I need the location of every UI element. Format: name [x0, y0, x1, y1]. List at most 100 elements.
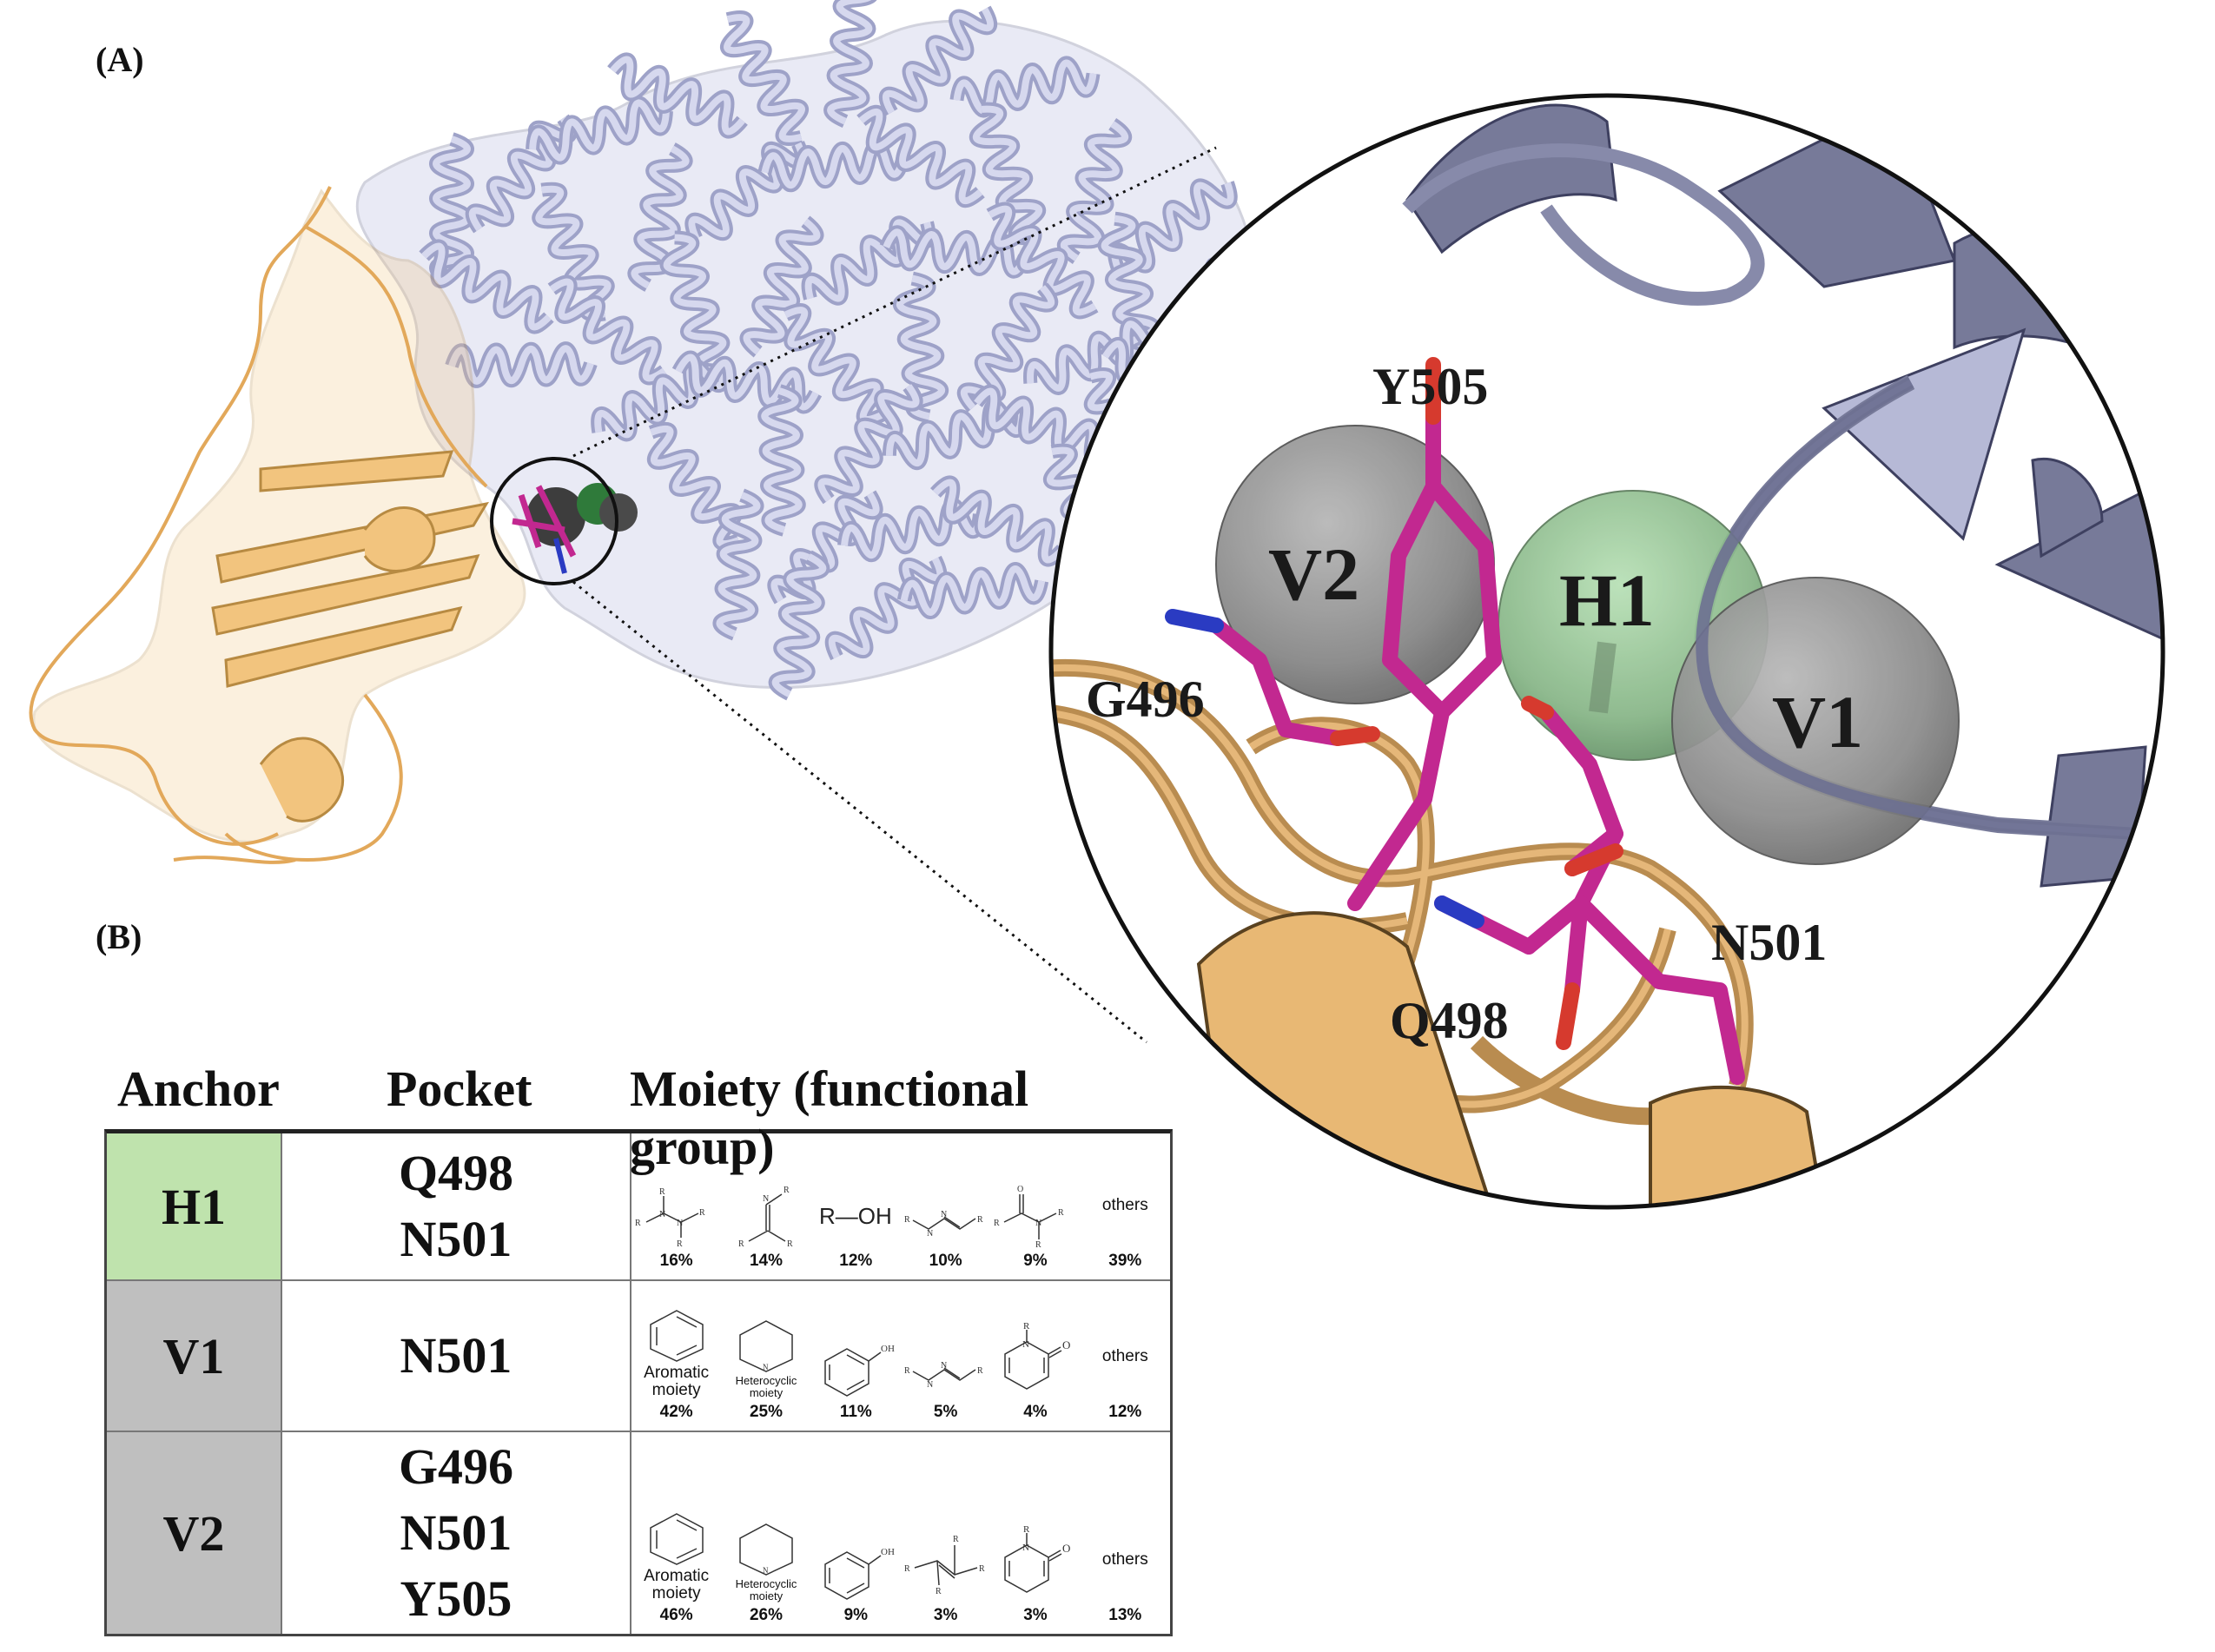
ace2-helix	[817, 384, 920, 502]
svg-text:R—OH: R—OH	[819, 1203, 892, 1229]
moiety-azo: N N R R 10%	[901, 1133, 990, 1279]
moiety-amide: O N R R R 9%	[990, 1133, 1080, 1279]
svg-text:O: O	[1062, 1338, 1070, 1351]
zoom-line-bottom	[572, 580, 1147, 1044]
zoom-view: V2 H1 V1 Y505 G496 Q498 N501	[1048, 93, 2165, 1210]
ace2-helix	[549, 278, 667, 382]
svg-text:N: N	[941, 1361, 947, 1371]
azo-structure-icon: N N R R	[904, 1361, 983, 1390]
pocket-cell-v1: N501	[282, 1281, 631, 1431]
amide-structure-icon: O N R R R	[994, 1185, 1064, 1248]
panel-label-a: (A)	[96, 40, 144, 79]
svg-text:N: N	[763, 1363, 769, 1371]
svg-text:R: R	[738, 1239, 744, 1248]
svg-text:N: N	[659, 1210, 665, 1219]
ace2-helix	[529, 99, 670, 162]
ace2-helix	[784, 307, 884, 423]
moiety-alkene: R R R R 3%	[901, 1432, 990, 1634]
v1-sphere	[1671, 577, 1960, 865]
svg-text:R: R	[1023, 1321, 1030, 1332]
ace2-helix	[675, 354, 819, 411]
svg-text:R: R	[1023, 1524, 1030, 1535]
svg-text:N: N	[941, 1210, 947, 1219]
svg-text:N: N	[677, 1219, 683, 1228]
svg-text:N: N	[1022, 1543, 1029, 1553]
anchor-cell-h1: H1	[107, 1133, 282, 1279]
h1-label: H1	[1559, 558, 1655, 642]
svg-text:R: R	[936, 1587, 942, 1596]
svg-text:R: R	[977, 1215, 983, 1225]
ace2-helix	[974, 387, 1111, 464]
ace2-helix	[1027, 320, 1162, 392]
ace2-helix	[828, 557, 944, 659]
hydrazine-structure-icon: N N R R R R	[635, 1187, 705, 1248]
moiety-alcohol: R—OH 12%	[811, 1133, 901, 1279]
panel-label-b: (B)	[96, 917, 142, 956]
svg-text:O: O	[1062, 1542, 1070, 1555]
svg-text:R: R	[1058, 1208, 1064, 1218]
pocket-g496: G496	[398, 1438, 514, 1495]
nitrogen-g496	[1165, 609, 1224, 633]
svg-text:O: O	[1017, 1185, 1023, 1194]
svg-text:N: N	[927, 1380, 933, 1390]
anchor-cell-v1: V1	[107, 1281, 282, 1431]
svg-text:R: R	[904, 1215, 910, 1225]
pocket-n501: N501	[400, 1211, 512, 1267]
pyridone-structure-icon: R N O	[1004, 1524, 1070, 1593]
svg-text:R: R	[635, 1219, 641, 1228]
azo-structure-icon: N N R R	[904, 1210, 983, 1239]
moiety-phenol: OH 9%	[811, 1432, 901, 1634]
benzene-structure-icon	[649, 1513, 704, 1565]
v2-label: V2	[1268, 532, 1359, 616]
pocket-n501: N501	[400, 1504, 512, 1561]
svg-text:R: R	[699, 1208, 705, 1218]
piperidine-structure-icon: N	[739, 1523, 793, 1576]
pyridone-structure-icon: R N O	[1004, 1321, 1070, 1390]
moiety-heterocyclic: N Heterocyclic moiety 25%	[721, 1281, 810, 1431]
rbd-protein	[32, 188, 526, 843]
moiety-cell-h1: N N R R R R 16% N R	[631, 1133, 1170, 1279]
header-moiety: Moiety (functional group)	[630, 1061, 1029, 1175]
ace2-helix	[716, 492, 761, 638]
ace2-helix	[724, 14, 805, 142]
alcohol-structure-icon: R—OH	[819, 1203, 892, 1229]
moiety-heterocyclic: N Heterocyclic moiety 26%	[721, 1432, 810, 1634]
moiety-phenol: OH 11%	[811, 1281, 901, 1431]
svg-text:R: R	[784, 1186, 790, 1195]
zoom-line-top	[572, 146, 1217, 458]
ace2-helix	[610, 56, 745, 135]
moiety-azo: N N R R 5%	[901, 1281, 990, 1431]
g496-label: G496	[1086, 671, 1205, 728]
svg-text:N: N	[1035, 1219, 1041, 1228]
pocket-q498: Q498	[398, 1145, 514, 1201]
pocket-n501: N501	[400, 1327, 512, 1384]
ace2-helix	[761, 387, 803, 533]
phenol-structure-icon: OH	[824, 1344, 895, 1397]
moiety-pyridone: R N O 4%	[990, 1281, 1080, 1431]
ace2-helix	[953, 59, 1097, 115]
ace2-helix	[1060, 121, 1129, 261]
svg-text:R: R	[994, 1219, 1000, 1228]
moiety-others: others 39%	[1101, 1196, 1148, 1270]
q498-label: Q498	[1390, 992, 1509, 1049]
alkene-structure-icon: R R R R	[904, 1535, 985, 1596]
table-header: Anchor Pocket Moiety (functional group)	[104, 1051, 1173, 1175]
svg-text:OH: OH	[881, 1344, 895, 1354]
ace2-helix	[663, 234, 727, 374]
imine-structure-icon: N R R R	[738, 1186, 793, 1248]
svg-text:R: R	[1035, 1240, 1041, 1248]
svg-text:R: R	[677, 1239, 683, 1248]
moiety-aromatic: Aromatic moiety 46%	[631, 1432, 721, 1634]
ace2-helix	[771, 553, 827, 697]
moiety-others: others 13%	[1101, 1550, 1148, 1624]
svg-text:R: R	[977, 1366, 983, 1376]
header-anchor: Anchor	[117, 1061, 280, 1117]
anchor-table: Anchor Pocket Moiety (functional group) …	[104, 1051, 1173, 1636]
ace2-helix	[973, 105, 1042, 242]
moiety-aromatic: Aromatic moiety 42%	[631, 1281, 721, 1431]
moiety-hydrazine: N N R R R R 16%	[631, 1133, 721, 1279]
table-row-v2: V2 G496 N501 Y505 Aromatic moiety 46%	[107, 1431, 1170, 1634]
y505-label: Y505	[1372, 358, 1488, 415]
benzene-structure-icon	[649, 1310, 704, 1362]
ace2-helix	[932, 479, 1066, 564]
